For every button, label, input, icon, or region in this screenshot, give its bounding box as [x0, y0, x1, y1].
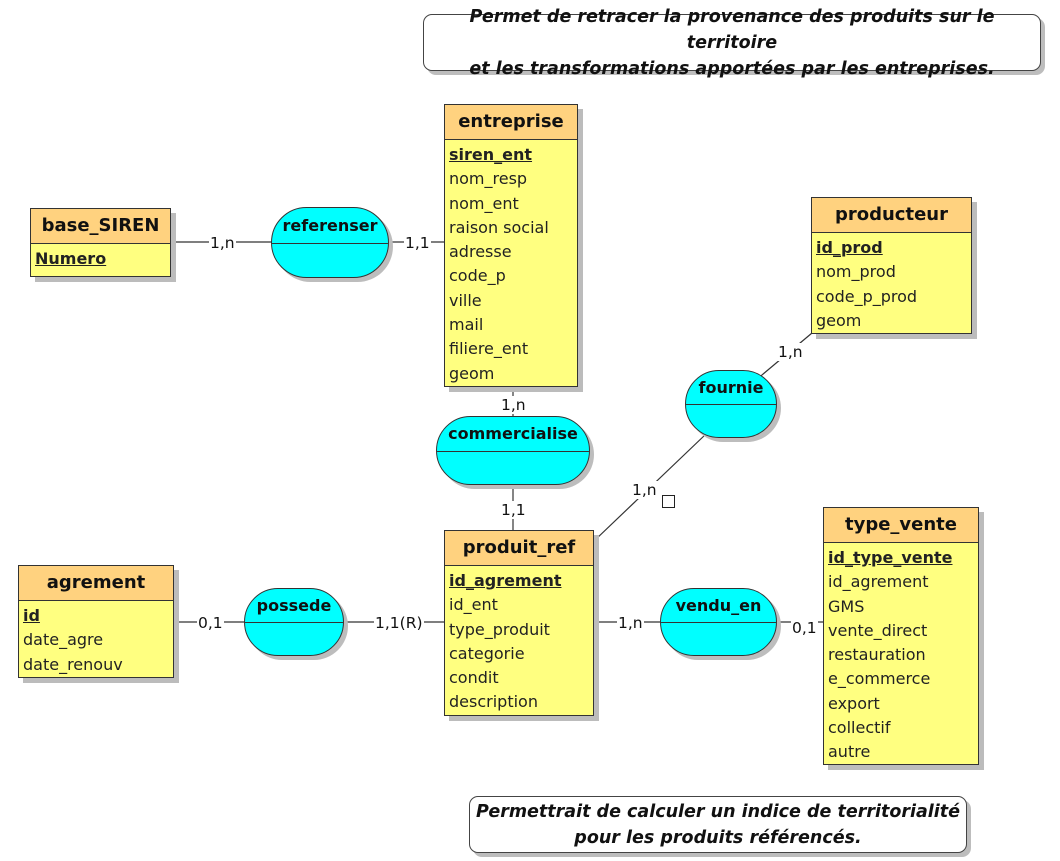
attribute: restauration	[828, 645, 926, 665]
attribute: geom	[816, 310, 862, 330]
entity-producteur[interactable]: producteur id_prod nom_prod code_p_prod …	[811, 197, 972, 334]
entity-title: base_SIREN	[31, 209, 170, 244]
cardinality-label: 1,1	[404, 234, 431, 252]
attribute: id_agrement	[828, 572, 929, 592]
note-top: Permet de retracer la provenance des pro…	[423, 7, 1041, 79]
attribute-key: Numero	[35, 249, 107, 268]
attribute-key: id_agrement	[449, 571, 562, 590]
attribute: date_agre	[23, 630, 104, 650]
entity-base-siren[interactable]: base_SIREN Numero	[30, 208, 171, 277]
cardinality-label: 1,n	[777, 343, 804, 361]
attribute: raison social	[449, 217, 549, 237]
cardinality-label: 1,1(R)	[374, 614, 424, 632]
attribute-key: id	[23, 606, 40, 625]
constraint-square-icon	[662, 495, 675, 508]
attribute: vente_direct	[828, 620, 928, 640]
attribute: description	[449, 692, 538, 712]
cardinality-label: 1,n	[631, 481, 658, 499]
attribute: e_commerce	[828, 669, 931, 689]
attribute: id_ent	[449, 595, 498, 615]
attribute: condit	[449, 668, 499, 688]
attribute: ville	[449, 290, 482, 310]
attribute: code_p	[449, 266, 506, 286]
note-top-line2: et les transformations apportées par les…	[469, 58, 995, 79]
association-name: vendu_en	[661, 589, 776, 623]
association-vendu-en[interactable]: vendu_en	[660, 588, 777, 656]
attribute-key: id_type_vente	[828, 548, 953, 567]
cardinality-label: 0,1	[791, 619, 818, 637]
attribute: export	[828, 693, 880, 713]
attribute: categorie	[449, 643, 525, 663]
association-commercialise[interactable]: commercialise	[436, 416, 590, 485]
entity-title: producteur	[812, 198, 971, 233]
association-fournie[interactable]: fournie	[685, 370, 777, 438]
cardinality-label: 1,n	[617, 614, 644, 632]
cardinality-label: 1,n	[500, 396, 527, 414]
entity-title: type_vente	[824, 508, 978, 543]
note-bottom-line2: pour les produits référencés.	[574, 827, 862, 848]
attribute-key: id_prod	[816, 238, 883, 257]
attribute: date_renouv	[23, 654, 123, 674]
attribute: adresse	[449, 242, 512, 262]
attribute: mail	[449, 315, 484, 335]
association-name: possede	[245, 589, 343, 623]
cardinality-label: 1,n	[209, 234, 236, 252]
attribute: nom_prod	[816, 262, 896, 282]
attribute: collectif	[828, 718, 891, 738]
attribute-key: siren_ent	[449, 145, 533, 164]
attribute: code_p_prod	[816, 286, 918, 306]
association-name: referenser	[272, 208, 388, 244]
attribute: geom	[449, 363, 495, 383]
note-bottom-line1: Permettrait de calculer un indice de ter…	[475, 801, 961, 822]
note-bottom: Permettrait de calculer un indice de ter…	[469, 796, 967, 853]
attribute: nom_ent	[449, 193, 519, 213]
association-possede[interactable]: possede	[244, 588, 344, 656]
association-name: fournie	[686, 371, 776, 405]
attribute: autre	[828, 742, 871, 762]
entity-title: entreprise	[445, 105, 577, 140]
attribute: type_produit	[449, 619, 550, 639]
cardinality-label: 1,1	[500, 501, 527, 519]
entity-title: produit_ref	[445, 531, 593, 566]
cardinality-label: 0,1	[197, 614, 224, 632]
attribute: filiere_ent	[449, 339, 529, 359]
entity-title: agrement	[19, 566, 173, 601]
entity-produit-ref[interactable]: produit_ref id_agrement id_ent type_prod…	[444, 530, 594, 716]
entity-agrement[interactable]: agrement id date_agre date_renouv	[18, 565, 174, 678]
attribute: nom_resp	[449, 169, 528, 189]
attribute: GMS	[828, 596, 865, 616]
note-top-line1: Permet de retracer la provenance des pro…	[469, 6, 995, 53]
association-referenser[interactable]: referenser	[271, 207, 389, 278]
entity-type-vente[interactable]: type_vente id_type_vente id_agrement GMS…	[823, 507, 979, 765]
association-name: commercialise	[437, 417, 589, 452]
entity-entreprise[interactable]: entreprise siren_ent nom_resp nom_ent ra…	[444, 104, 578, 387]
